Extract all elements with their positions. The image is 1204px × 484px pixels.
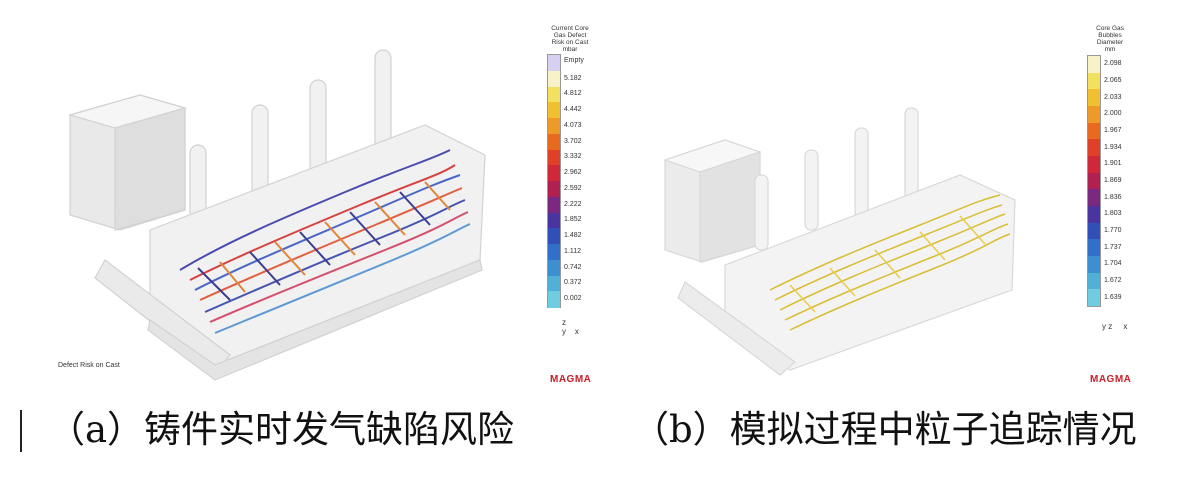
scale-segment: [548, 118, 560, 135]
scale-segment: [548, 228, 560, 245]
scale-tick-label: 1.482: [564, 232, 582, 240]
scale-segment: [548, 133, 560, 150]
scale-segment: [548, 86, 560, 103]
scale-segment: [548, 244, 560, 261]
scale-empty-segment: [548, 55, 560, 71]
scale-segment: [548, 181, 560, 198]
scale-segment: [1088, 256, 1100, 274]
scale-tick-label: 1.704: [1104, 260, 1122, 268]
scale-title-a: Current Core Gas Defect Risk on Cast mba…: [540, 25, 600, 53]
scale-segment: [548, 70, 560, 87]
scale-segment: [548, 165, 560, 182]
scale-segment: [548, 196, 560, 213]
caption-a: （a）铸件实时发气缺陷风险: [48, 408, 515, 451]
scale-segment: [1088, 289, 1100, 307]
scale-tick-label: 0.372: [564, 279, 582, 287]
scale-segment: [548, 102, 560, 119]
scale-title-line: Core Gas: [1096, 25, 1124, 32]
scale-tick-label: 2.033: [1104, 93, 1122, 101]
scale-tick-label: 1.967: [1104, 127, 1122, 134]
scale-tick-label: 2.065: [1104, 77, 1122, 84]
scale-title-line: Current Core: [551, 25, 589, 32]
scale-tick-label: 0.742: [564, 263, 582, 271]
scale-title-line: Risk on Cast: [551, 39, 589, 46]
casting-render-a: [67, 49, 486, 381]
scale-segment: [1088, 239, 1100, 257]
left-divider: [20, 410, 22, 452]
axes-triad-icon: y z x: [1102, 322, 1128, 331]
scale-title-line: mbar: [562, 46, 578, 53]
scale-title-b: Core Gas Bubbles Diameter mm: [1080, 25, 1140, 53]
scale-segment: [1088, 189, 1100, 207]
magma-logo: MAGMA: [550, 374, 592, 385]
scale-tick-label: 1.770: [1104, 227, 1122, 234]
scale-segment: [548, 291, 560, 308]
scale-tick-label: 2.000: [1104, 110, 1122, 118]
scale-segment: [548, 149, 560, 166]
scale-title-line: Diameter: [1096, 39, 1124, 46]
color-scale-a: [547, 54, 561, 308]
scale-tick-label: 1.901: [1104, 160, 1122, 168]
scale-title-line: Gas Defect: [553, 32, 587, 39]
scale-tick-label: 1.869: [1104, 177, 1122, 184]
scale-tick-label: 1.639: [1104, 293, 1122, 301]
panel-a: Current Core Gas Defect Risk on Cast mba…: [30, 0, 620, 390]
scale-tick-label: 1.852: [564, 216, 582, 224]
scale-segment: [1088, 222, 1100, 240]
scale-tick-label: 4.073: [564, 121, 582, 129]
scale-segment: [1088, 56, 1100, 74]
scale-segment: [1088, 89, 1100, 107]
scale-tick-label: 4.812: [564, 90, 582, 98]
scale-segment: [1088, 172, 1100, 190]
scale-tick-label: 2.592: [564, 184, 582, 192]
scale-tick-label: 1.836: [1104, 193, 1122, 201]
scale-tick-label: 1.737: [1104, 243, 1122, 251]
scale-title-line: mm: [1104, 46, 1116, 53]
scale-tick-label: 0.002: [564, 295, 582, 303]
casting-render-b: [663, 107, 1016, 376]
scale-tick-label: 5.182: [564, 74, 582, 82]
scale-tick-label: 1.672: [1104, 277, 1122, 284]
scale-segment: [1088, 272, 1100, 290]
scale-segment: [548, 259, 560, 276]
scale-tick-label: 1.803: [1104, 210, 1122, 218]
scale-tick-label: 1.934: [1104, 143, 1122, 151]
scale-segment: [1088, 106, 1100, 124]
scale-empty-label: Empty: [564, 57, 584, 64]
scale-tick-label: 1.112: [564, 247, 581, 255]
scale-segment: [548, 275, 560, 292]
scale-segment: [548, 212, 560, 229]
scale-tick-label: 4.442: [564, 106, 582, 114]
scale-tick-label: 3.332: [564, 153, 582, 161]
scale-segment: [1088, 206, 1100, 224]
scale-segment: [1088, 122, 1100, 140]
caption-b: （b）模拟过程中粒子追踪情况: [632, 408, 1137, 451]
scale-tick-label: 2.222: [564, 200, 582, 208]
color-scale-b: [1087, 55, 1101, 307]
scale-tick-label: 3.702: [564, 137, 582, 145]
scale-segment: [1088, 156, 1100, 174]
scale-segment: [1088, 72, 1100, 90]
defect-risk-label: Defect Risk on Cast: [58, 362, 120, 369]
scale-tick-label: 2.098: [1104, 60, 1122, 68]
magma-logo: MAGMA: [1090, 374, 1132, 385]
scale-segment: [1088, 139, 1100, 157]
panel-b: Core Gas Bubbles Diameter mm 2.098 2.065 2…: [640, 0, 1180, 390]
scale-tick-label: 2.962: [564, 169, 582, 177]
scale-title-line: Bubbles: [1098, 32, 1122, 39]
